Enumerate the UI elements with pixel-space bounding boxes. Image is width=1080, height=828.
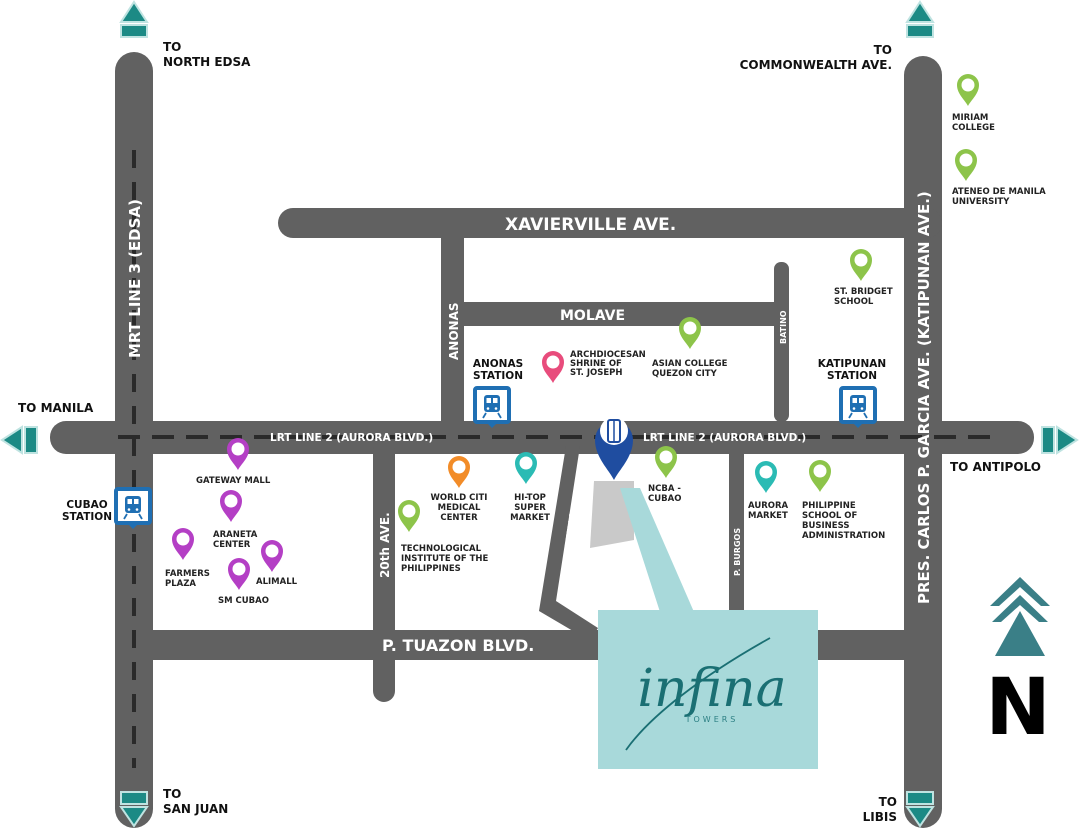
arrow-down-icon (905, 791, 935, 828)
arrow-left-icon (0, 425, 38, 455)
label-katipunan: PRES. CARLOS P. GARCIA AVE. (KATIPUNAN A… (915, 191, 933, 604)
label-20th-ave: 20th AVE. (378, 512, 392, 578)
label-gateway-mall: GATEWAY MALL (196, 476, 271, 486)
label-sm-cubao: SM CUBAO (218, 596, 269, 606)
mall-pin-icon[interactable] (227, 438, 249, 470)
school-pin-icon[interactable] (655, 446, 677, 478)
label-lrt-west: LRT LINE 2 (AURORA BLVD.) (270, 432, 433, 444)
brand-name: infina (637, 659, 786, 719)
school-pin-icon[interactable] (398, 500, 420, 532)
school-pin-icon[interactable] (679, 317, 701, 349)
infina-towers-callout (598, 610, 818, 769)
north-arrow-icon (990, 577, 1050, 656)
label-to-antipolo: TO ANTIPOLO (950, 460, 1041, 474)
mall-pin-icon[interactable] (172, 528, 194, 560)
mall-pin-icon[interactable] (261, 540, 283, 572)
school-pin-icon[interactable] (957, 74, 979, 106)
school-pin-icon[interactable] (850, 249, 872, 281)
brand-subtitle: TOWERS (685, 715, 739, 724)
mall-pin-icon[interactable] (228, 558, 250, 590)
train-station-icon (473, 386, 511, 430)
arrow-right-icon (1041, 425, 1079, 455)
train-station-icon (839, 386, 877, 430)
label-xavierville: XAVIERVILLE AVE. (505, 215, 676, 235)
infina-towers-location[interactable]: infina TOWERS (590, 417, 818, 769)
label-p-tuazon: P. TUAZON BLVD. (382, 636, 534, 655)
road-network (50, 52, 1034, 828)
rail-track-lines (118, 150, 1000, 768)
brand-swoosh (625, 637, 771, 751)
north-letter: N (985, 663, 1050, 753)
train-station-icon (114, 487, 152, 531)
label-to-manila: TO MANILA (18, 401, 94, 415)
label-p-burgos: P. BURGOS (733, 528, 742, 576)
arrow-up-icon (119, 0, 149, 38)
arrow-down-icon (119, 791, 149, 828)
road-molave (441, 302, 789, 326)
label-lrt-east: LRT LINE 2 (AURORA BLVD.) (643, 432, 806, 444)
road-f-castillo (539, 446, 598, 641)
label-molave: MOLAVE (560, 308, 625, 324)
market-pin-icon[interactable] (755, 461, 777, 493)
callout-pointer (620, 488, 694, 612)
building-footprint (590, 481, 634, 548)
mall-pin-icon[interactable] (220, 490, 242, 522)
road-batino (774, 262, 789, 422)
location-pin-icon (594, 417, 633, 480)
label-anonas: ANONAS (447, 302, 461, 360)
school-pin-icon[interactable] (809, 460, 831, 492)
church-pin-icon[interactable] (542, 351, 564, 383)
school-pin-icon[interactable] (955, 149, 977, 181)
label-ncba: NCBA -CUBAO (648, 484, 681, 504)
hospital-pin-icon[interactable] (448, 456, 470, 488)
label-alimall: ALIMALL (256, 577, 298, 587)
road-p-burgos (729, 440, 744, 612)
north-compass: N (985, 577, 1051, 753)
market-pin-icon[interactable] (515, 452, 537, 484)
arrow-up-icon (905, 0, 935, 38)
label-mrt-line-3: MRT LINE 3 (EDSA) (126, 199, 144, 358)
label-batino: BATINO (779, 310, 788, 344)
